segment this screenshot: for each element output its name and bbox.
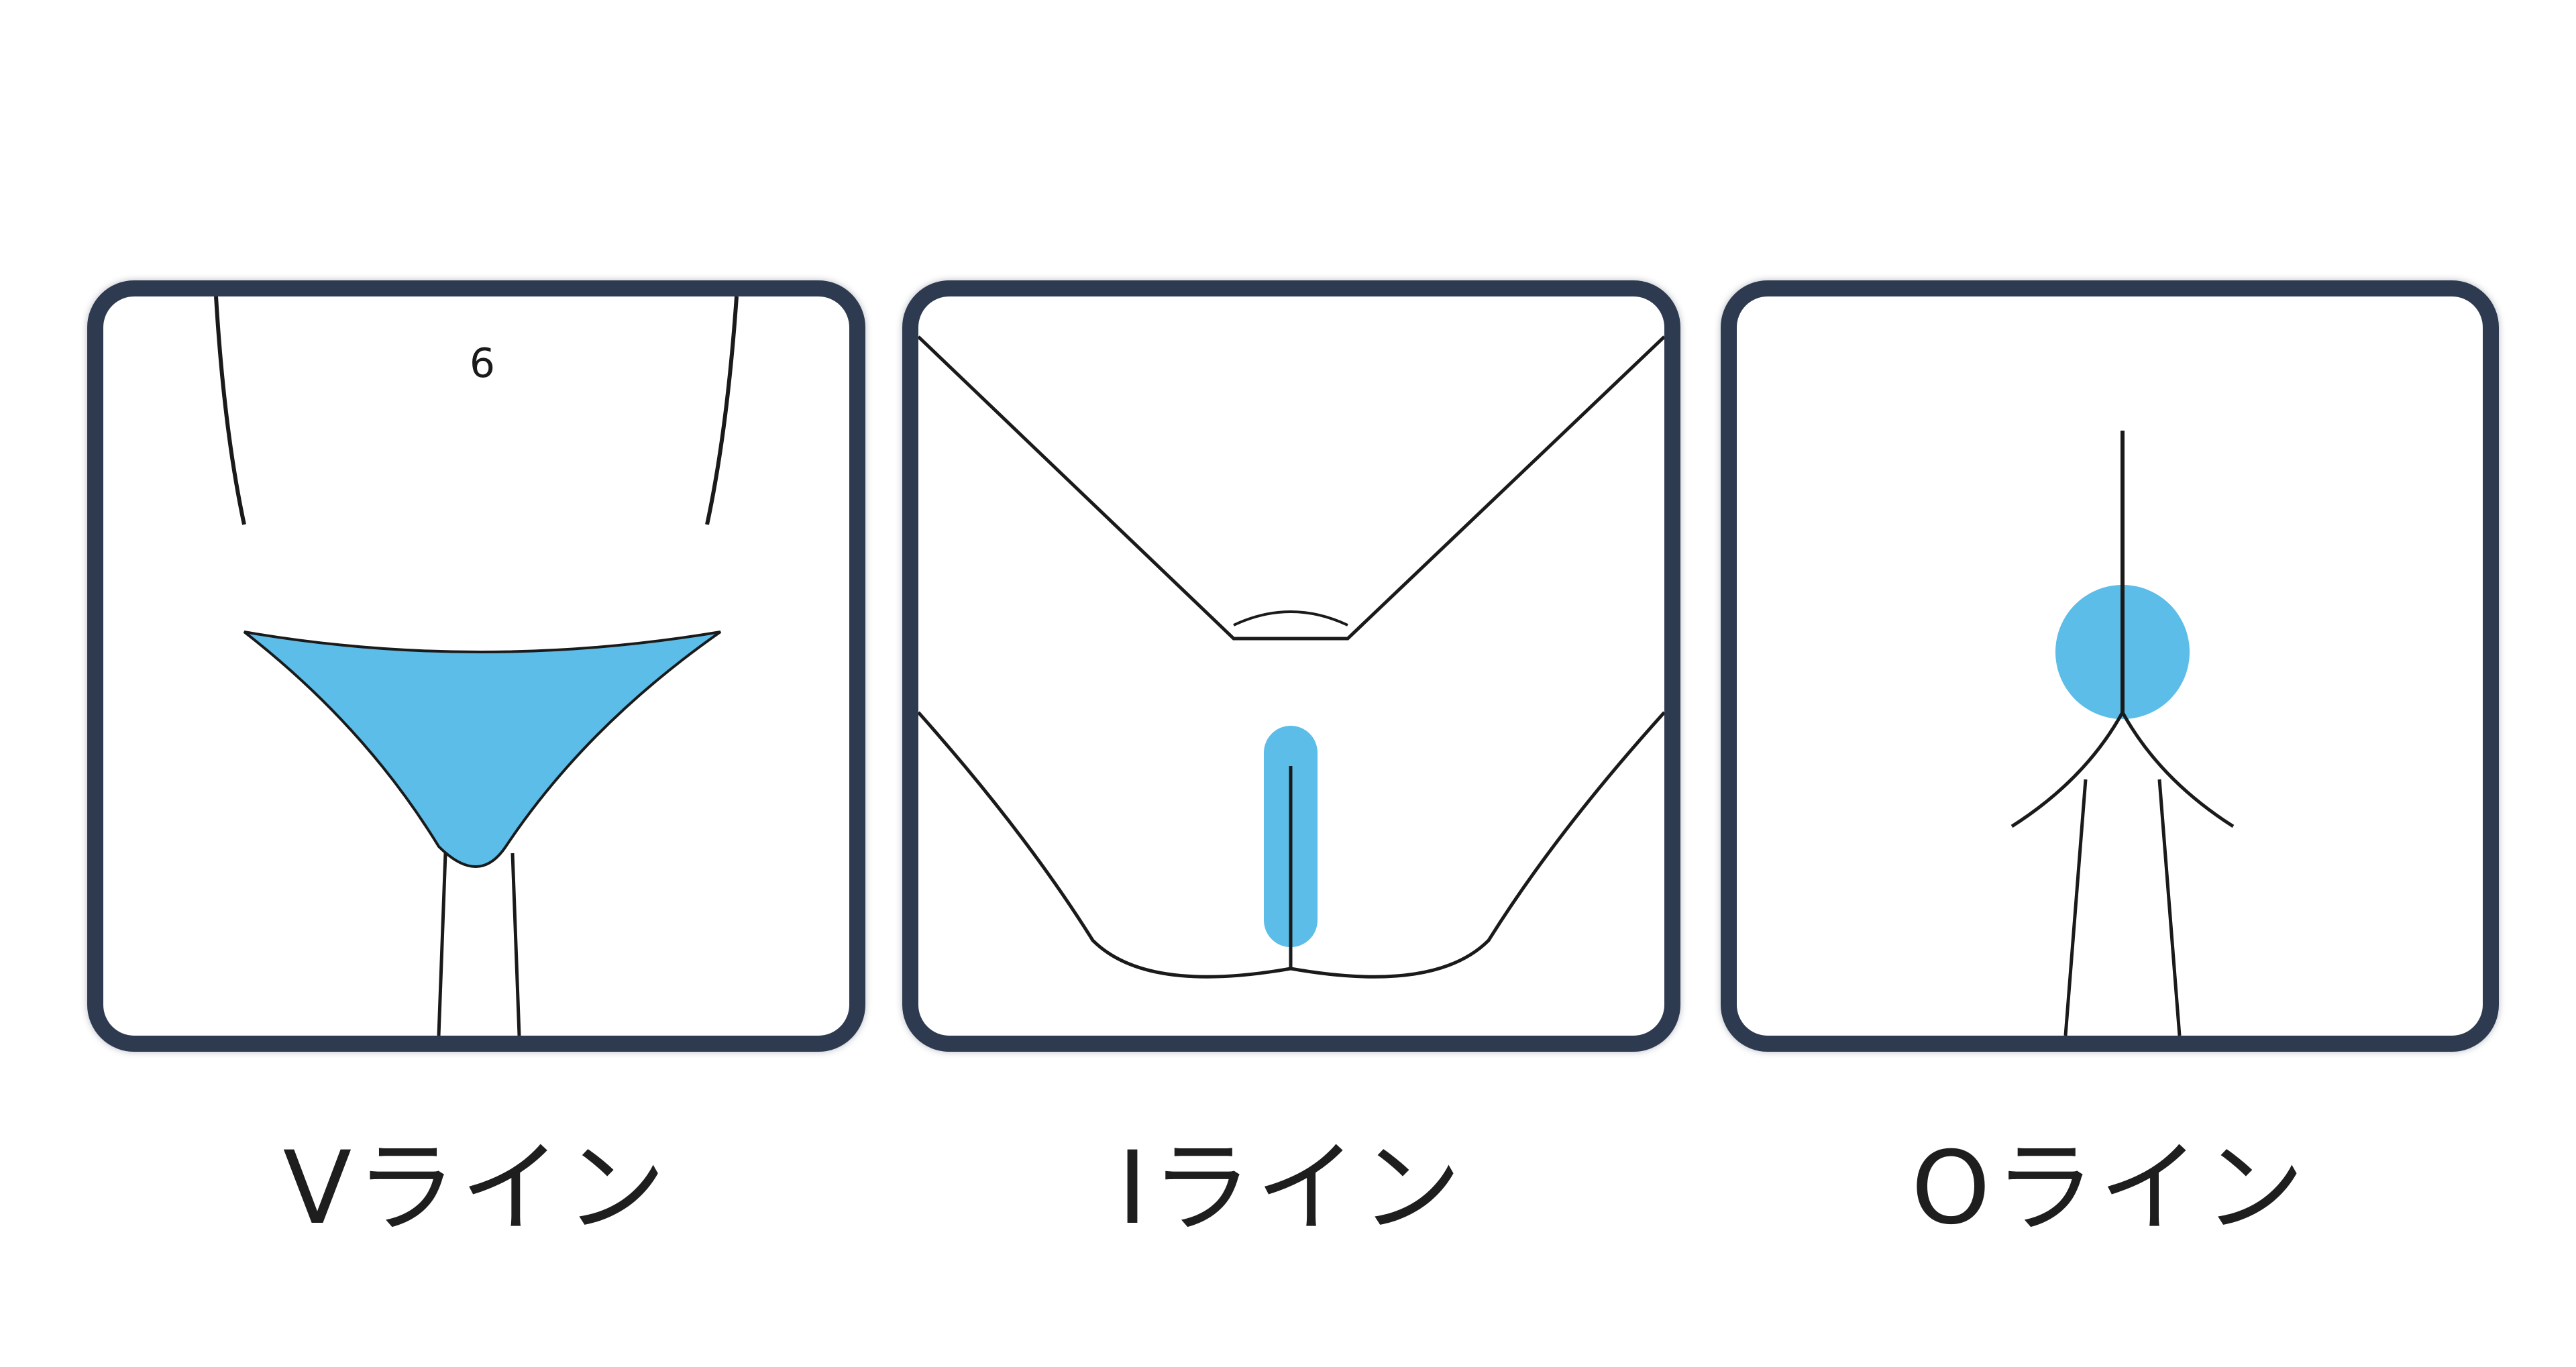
panel-o-line: [1721, 280, 2499, 1052]
navel-marker: 6: [470, 340, 495, 387]
panel-v-line: 6: [87, 280, 865, 1052]
label-v-line: Vライン: [282, 1130, 670, 1247]
panel-i-line: [902, 280, 1680, 1052]
label-o-line: Oライン: [1911, 1130, 2309, 1247]
o-line-diagram-icon: [2010, 431, 2235, 1036]
v-line-diagram-icon: 6: [214, 296, 739, 1036]
i-line-diagram-icon: [918, 335, 1664, 979]
label-i-line: Iライン: [1117, 1130, 1466, 1247]
